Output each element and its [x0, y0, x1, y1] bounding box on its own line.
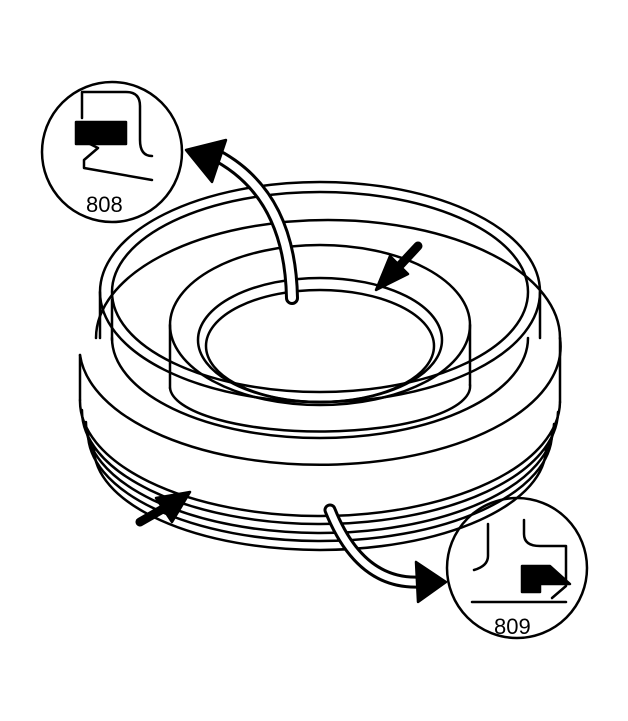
pointer-arrow-icon — [374, 241, 423, 292]
upper-rim-outer — [98, 180, 542, 404]
seal-809-block — [520, 564, 572, 594]
seal-groove-1 — [78, 398, 562, 518]
callout-808: 808 — [40, 80, 184, 224]
inner-floor-curve — [110, 336, 530, 440]
seal-profile-809-wall-right — [522, 518, 568, 600]
callout-809-label: 809 — [494, 614, 531, 639]
outer-flange-front-top — [78, 336, 562, 467]
seal-groove-2 — [80, 408, 560, 526]
seal-groove-3 — [84, 420, 556, 535]
piston-ring — [78, 180, 562, 552]
callout-809: 809 — [445, 496, 589, 640]
seal-profile-808-lip — [80, 138, 154, 182]
upper-rim-inner — [110, 190, 530, 394]
outer-bottom-edge — [92, 446, 548, 552]
seal-profile-809-wall-left — [472, 522, 490, 572]
outer-flange-top — [94, 218, 562, 340]
bore-inner-edge — [204, 288, 436, 404]
callout-808-circle — [40, 80, 184, 224]
callout-809-circle — [445, 496, 589, 640]
seal-groove-4 — [86, 430, 554, 543]
curved-arrow-icon — [323, 503, 448, 604]
pointer-arrow-icon — [135, 490, 192, 527]
inner-step-lower-curve — [168, 383, 472, 433]
callout-808-label: 808 — [86, 192, 123, 217]
seal-808-block — [74, 120, 128, 146]
seal-profile-808-outline — [80, 90, 154, 158]
curved-arrow-icon — [184, 138, 299, 305]
